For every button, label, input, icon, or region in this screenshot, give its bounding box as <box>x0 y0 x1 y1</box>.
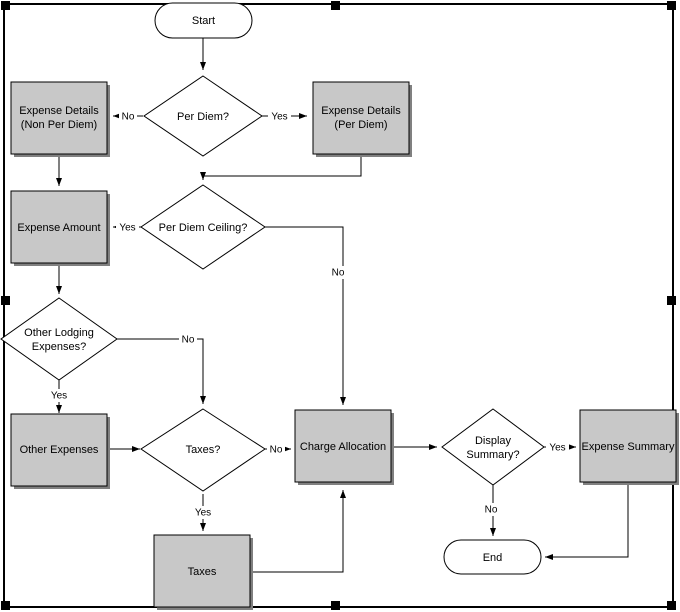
edge-label-per-diem-yes: Yes <box>271 112 287 123</box>
node-per-diem-label: Per Diem? <box>177 111 229 123</box>
selection-handle-bottom-center[interactable] <box>331 601 340 610</box>
node-charge-alloc-label: Charge Allocation <box>300 441 386 453</box>
node-end-label: End <box>483 552 503 564</box>
edge-details-per-to-ceiling <box>200 156 362 180</box>
node-expense-amount-label: Expense Amount <box>17 222 100 234</box>
node-expense-summary[interactable]: Expense Summary <box>579 409 679 485</box>
edge-taxes-to-charge-alloc <box>250 490 346 573</box>
edge-label-lodging-yes: Yes <box>51 391 67 402</box>
node-start[interactable]: Start <box>154 2 253 39</box>
node-details-non-line2: (Non Per Diem) <box>21 119 97 131</box>
node-ceiling-label: Per Diem Ceiling? <box>159 222 248 234</box>
node-expense-details-per-diem[interactable]: Expense Details (Per Diem) <box>312 81 412 157</box>
edge-label-per-diem-no: No <box>122 112 135 123</box>
node-taxes[interactable]: Taxes <box>153 534 253 610</box>
selection-handle-top-center[interactable] <box>331 1 340 10</box>
node-per-diem[interactable]: Per Diem? <box>143 75 263 157</box>
node-expense-amount[interactable]: Expense Amount <box>10 190 110 266</box>
edge-lodging-no <box>117 338 206 404</box>
edge-label-summary-yes: Yes <box>549 443 565 454</box>
node-expense-summary-label: Expense Summary <box>582 441 675 453</box>
selection-handle-middle-right[interactable] <box>667 296 676 305</box>
selection-handle-bottom-right[interactable] <box>667 601 676 610</box>
node-other-lodging-expenses[interactable]: Other Lodging Expenses? <box>0 297 118 381</box>
node-details-non-line1: Expense Details <box>19 105 99 117</box>
node-per-diem-ceiling[interactable]: Per Diem Ceiling? <box>140 184 266 270</box>
node-end[interactable]: End <box>443 539 542 575</box>
edge-expense-summary-to-end <box>545 485 629 560</box>
node-other-lodging-line2: Expenses? <box>32 341 86 353</box>
selection-handle-bottom-left[interactable] <box>1 601 10 610</box>
node-charge-allocation[interactable]: Charge Allocation <box>294 409 394 485</box>
edge-labels-layer: No Yes Yes No No Yes No Yes Yes No <box>48 110 569 519</box>
node-other-expenses-label: Other Expenses <box>20 444 99 456</box>
edge-label-ceiling-no: No <box>332 268 345 279</box>
node-display-summary[interactable]: Display Summary? <box>441 408 545 486</box>
node-taxes-q-label: Taxes? <box>186 444 221 456</box>
selection-handle-middle-left[interactable] <box>1 296 10 305</box>
node-details-per-line1: Expense Details <box>321 105 401 117</box>
node-details-per-line2: (Per Diem) <box>334 119 387 131</box>
node-other-expenses[interactable]: Other Expenses <box>10 413 110 489</box>
node-display-summary-line1: Display <box>475 435 512 447</box>
edge-ceiling-no <box>265 226 346 405</box>
edge-label-taxes-no: No <box>270 445 283 456</box>
node-display-summary-line2: Summary? <box>466 449 519 461</box>
selection-handle-top-right[interactable] <box>667 1 676 10</box>
edge-label-lodging-no: No <box>182 335 195 346</box>
node-start-label: Start <box>192 15 215 27</box>
edge-label-taxes-yes: Yes <box>195 508 211 519</box>
node-taxes-label: Taxes <box>188 566 217 578</box>
node-taxes-question[interactable]: Taxes? <box>140 408 266 492</box>
node-other-lodging-line1: Other Lodging <box>24 327 94 339</box>
edge-label-ceiling-yes: Yes <box>119 223 135 234</box>
selection-handle-top-left[interactable] <box>1 1 10 10</box>
edge-label-summary-no: No <box>485 505 498 516</box>
node-expense-details-non-per-diem[interactable]: Expense Details (Non Per Diem) <box>10 81 110 157</box>
